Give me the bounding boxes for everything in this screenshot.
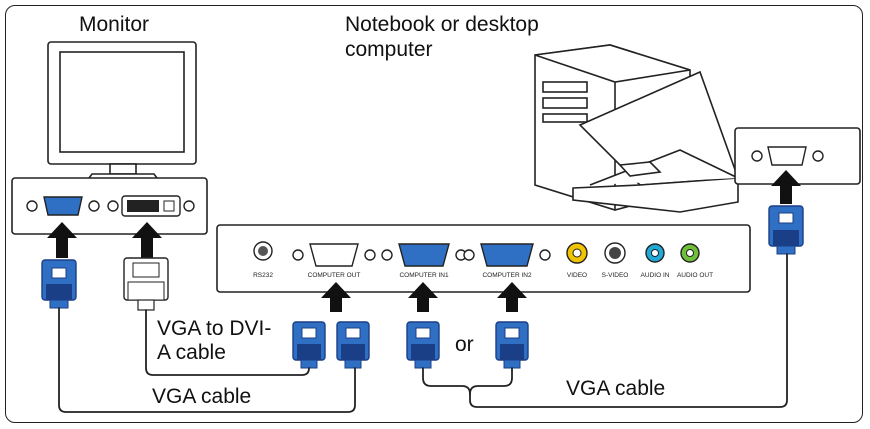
vga-cable-monitor xyxy=(58,307,356,413)
dvi-plug-icon xyxy=(123,257,169,311)
arrow-up-icon xyxy=(47,222,77,258)
arrow-up-icon xyxy=(497,282,527,312)
computer-label-line2: computer xyxy=(345,38,433,61)
vga-cable-label-left: VGA cable xyxy=(152,385,252,408)
rs232-port xyxy=(253,241,273,261)
or-label: or xyxy=(455,333,474,356)
computer-label-line1: Notebook or desktop xyxy=(345,13,539,36)
port-label-computer-out: COMPUTER OUT xyxy=(307,272,361,279)
video-port xyxy=(566,242,588,264)
vga-plug-icon xyxy=(292,321,326,369)
vga-plug-icon xyxy=(495,321,529,369)
vga-plug-icon xyxy=(768,205,804,255)
notebook-illustration xyxy=(572,70,740,213)
arrow-up-icon xyxy=(132,222,162,258)
vga-plug-icon xyxy=(41,259,77,309)
monitor-vga-port xyxy=(26,196,100,216)
projector-port-panel xyxy=(216,224,751,293)
port-label-audio-in: AUDIO IN xyxy=(640,272,670,279)
dvi-cable xyxy=(145,309,310,376)
computer-port-panel xyxy=(734,127,861,185)
monitor-label: Monitor xyxy=(79,13,150,36)
port-label-computer-in1: COMPUTER IN1 xyxy=(399,272,449,279)
computer-in1-port xyxy=(381,243,467,267)
arrow-up-icon xyxy=(321,282,351,312)
audio-out-port xyxy=(680,243,700,263)
audio-in-port xyxy=(645,243,665,263)
monitor-illustration xyxy=(47,41,197,183)
computer-out-port xyxy=(292,243,376,267)
computer-in2-port xyxy=(463,243,551,267)
vga-plug-icon xyxy=(336,321,370,369)
vga-cable-computer-branch xyxy=(469,367,513,395)
diagram-frame xyxy=(5,5,863,423)
vga-cable-computer xyxy=(422,253,788,408)
monitor-dvi-port xyxy=(107,195,195,217)
vga-cable-label-right: VGA cable xyxy=(566,377,666,400)
port-label-rs232: RS232 xyxy=(253,272,273,279)
vga-plug-icon xyxy=(406,321,440,369)
monitor-port-panel xyxy=(11,177,208,235)
port-label-video: VIDEO xyxy=(566,272,588,279)
port-label-audio-out: AUDIO OUT xyxy=(676,272,714,279)
vga-dvi-cable-label-line2: A cable xyxy=(157,341,226,364)
port-label-s-video: S-VIDEO xyxy=(601,272,629,279)
arrow-up-icon xyxy=(408,282,438,312)
arrow-up-icon xyxy=(771,170,801,204)
port-label-computer-in2: COMPUTER IN2 xyxy=(482,272,532,279)
s-video-port xyxy=(604,242,626,264)
vga-dvi-cable-label-line1: VGA to DVI- xyxy=(157,317,272,340)
